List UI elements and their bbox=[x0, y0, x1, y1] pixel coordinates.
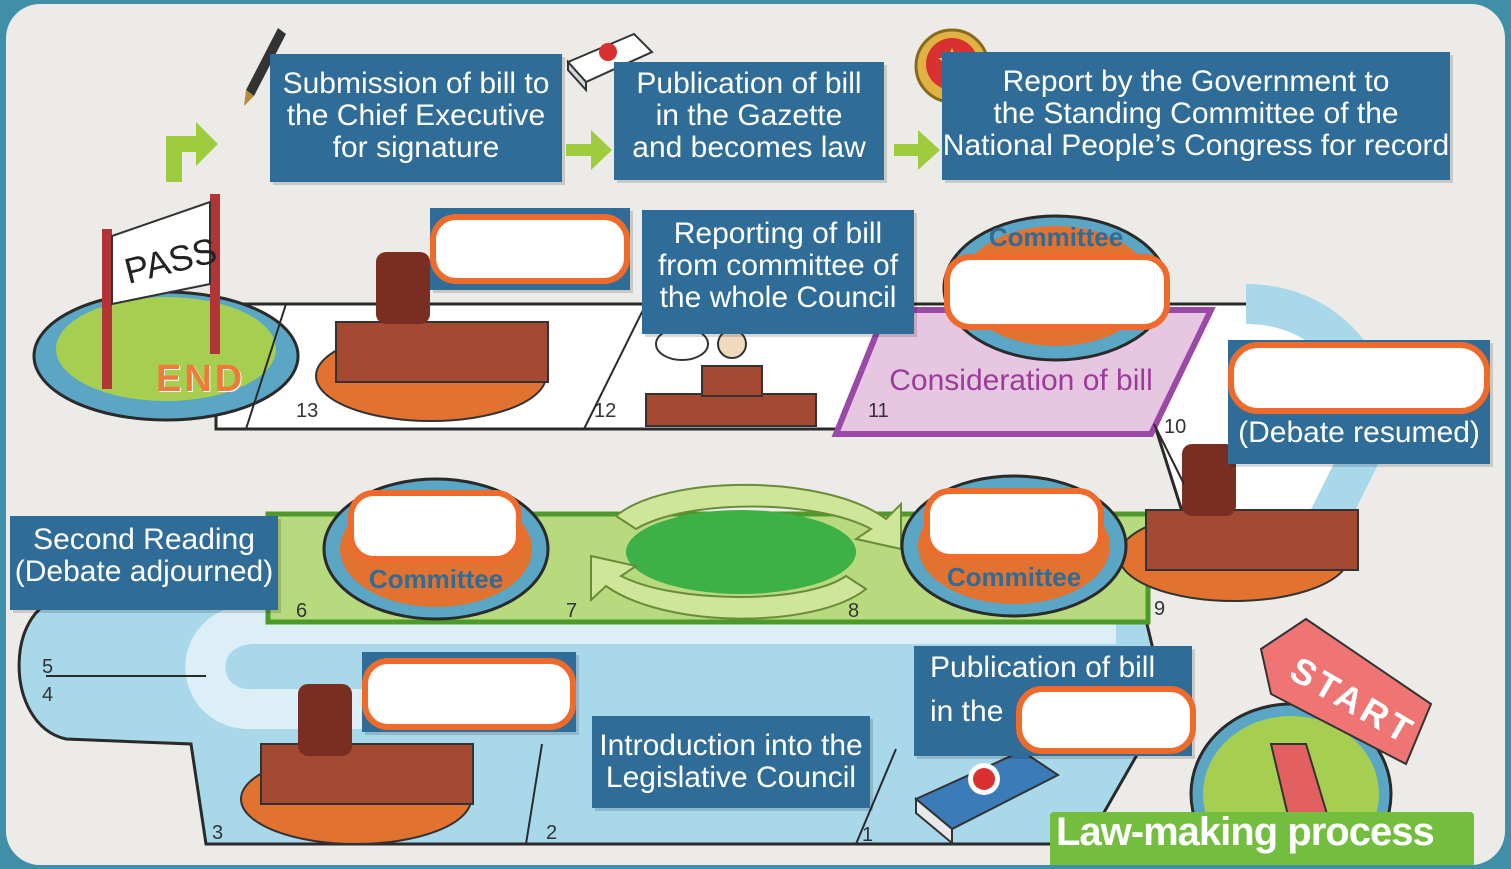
title: Law-making process bbox=[1056, 810, 1435, 854]
blank-step-3[interactable] bbox=[362, 658, 576, 730]
step-number-2: 2 bbox=[546, 822, 558, 844]
consideration-label: Consideration of bill bbox=[889, 364, 1153, 397]
blank-step-1[interactable] bbox=[1016, 686, 1196, 754]
step-report-box: Report by the Government to the Standing… bbox=[942, 52, 1450, 180]
step-number-6: 6 bbox=[296, 600, 308, 622]
arrow-1-to-2 bbox=[566, 130, 612, 170]
reporting-box: Reporting of bill from committee of the … bbox=[642, 210, 914, 334]
board-artwork bbox=[17, 122, 1433, 865]
step-number-4: 4 bbox=[42, 684, 54, 706]
step-number-13: 13 bbox=[296, 400, 319, 422]
step-submission-box: Submission of bill to the Chief Executiv… bbox=[270, 54, 562, 182]
step-publication-box: Publication of bill in the Gazette and b… bbox=[614, 62, 884, 180]
committee-label-step-8: Committee bbox=[946, 562, 1082, 592]
step-number-12: 12 bbox=[594, 400, 617, 422]
title-tag bbox=[1050, 812, 1474, 865]
committee-label-step-11: Committee bbox=[988, 222, 1124, 252]
pen-icon bbox=[238, 26, 288, 113]
pass-pole-right bbox=[210, 194, 220, 354]
end-label: END bbox=[156, 358, 246, 400]
road-lower-inner bbox=[185, 604, 1116, 730]
blank-step-8[interactable] bbox=[924, 488, 1104, 560]
second-reading-box: Second Reading (Debate adjourned) bbox=[10, 516, 278, 610]
step-number-5: 5 bbox=[42, 656, 54, 678]
step-number-9: 9 bbox=[1154, 598, 1166, 620]
step-number-10: 10 bbox=[1164, 416, 1187, 438]
blank-step-6[interactable] bbox=[348, 490, 522, 562]
introduction-box: Introduction into the Legislative Counci… bbox=[592, 716, 870, 808]
gazette-book-icon-start bbox=[912, 739, 1062, 854]
pass-pole-left bbox=[102, 229, 112, 389]
up-turn-arrow bbox=[166, 122, 218, 182]
step-number-3: 3 bbox=[212, 822, 224, 844]
committee-label-step-6: Committee bbox=[368, 564, 504, 594]
arrow-2-to-3 bbox=[894, 130, 940, 170]
gazette-book-icon bbox=[556, 22, 656, 97]
cycle-arrow-top bbox=[614, 483, 902, 551]
step-number-8: 8 bbox=[848, 600, 860, 622]
blank-step-11[interactable] bbox=[944, 254, 1170, 330]
step-number-11: 11 bbox=[868, 400, 889, 422]
start-sign-arrow bbox=[1259, 617, 1433, 766]
step-number-7: 7 bbox=[566, 600, 578, 622]
pass-banner bbox=[111, 200, 211, 306]
step-number-1: 1 bbox=[862, 824, 874, 846]
podium-step-12 bbox=[645, 393, 817, 427]
debate-resumed-label: (Debate resumed) bbox=[1238, 416, 1480, 449]
cycle-center bbox=[626, 510, 856, 594]
cycle-arrow-bottom bbox=[590, 554, 868, 620]
blank-step-13[interactable] bbox=[430, 214, 630, 284]
blank-step-10[interactable] bbox=[1228, 342, 1490, 414]
paper-background: Submission of bill to the Chief Executiv… bbox=[6, 4, 1505, 865]
